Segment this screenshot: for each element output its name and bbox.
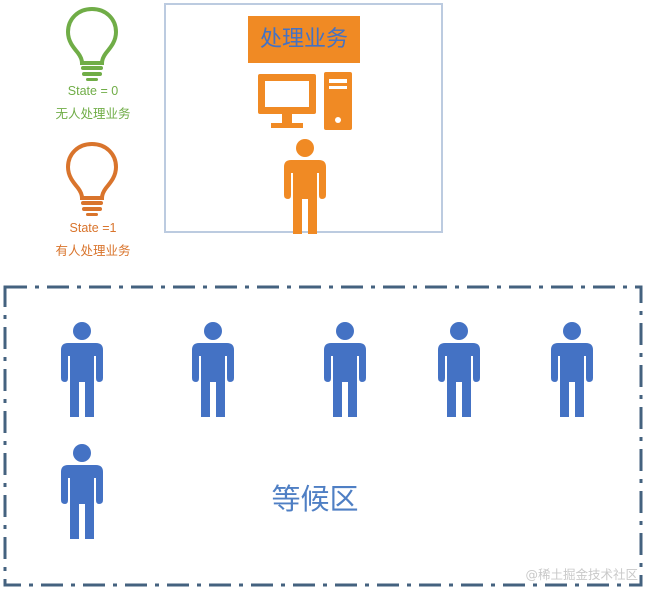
waiting-person-icon xyxy=(324,322,366,417)
waiting-person-icon xyxy=(438,322,480,417)
desktop-computer-icon xyxy=(258,72,352,130)
idle-state-text: State = 0 xyxy=(67,84,119,98)
waiting-person-icon xyxy=(192,322,234,417)
lightbulb-busy-icon xyxy=(65,141,119,216)
waiting-person-icon xyxy=(551,322,593,417)
waiting-person-icon xyxy=(61,444,103,539)
serving-person-icon xyxy=(284,139,326,234)
waiting-area-label: 等候区 xyxy=(271,482,359,516)
idle-description: 无人处理业务 xyxy=(55,107,131,121)
watermark: @稀土掘金技术社区 xyxy=(525,567,638,582)
busy-state-text: State =1 xyxy=(69,221,117,235)
busy-description: 有人处理业务 xyxy=(55,244,131,258)
service-title: 处理业务 xyxy=(248,16,360,63)
lightbulb-idle-icon xyxy=(65,6,119,81)
service-window-box xyxy=(164,3,443,233)
waiting-person-icon xyxy=(61,322,103,417)
